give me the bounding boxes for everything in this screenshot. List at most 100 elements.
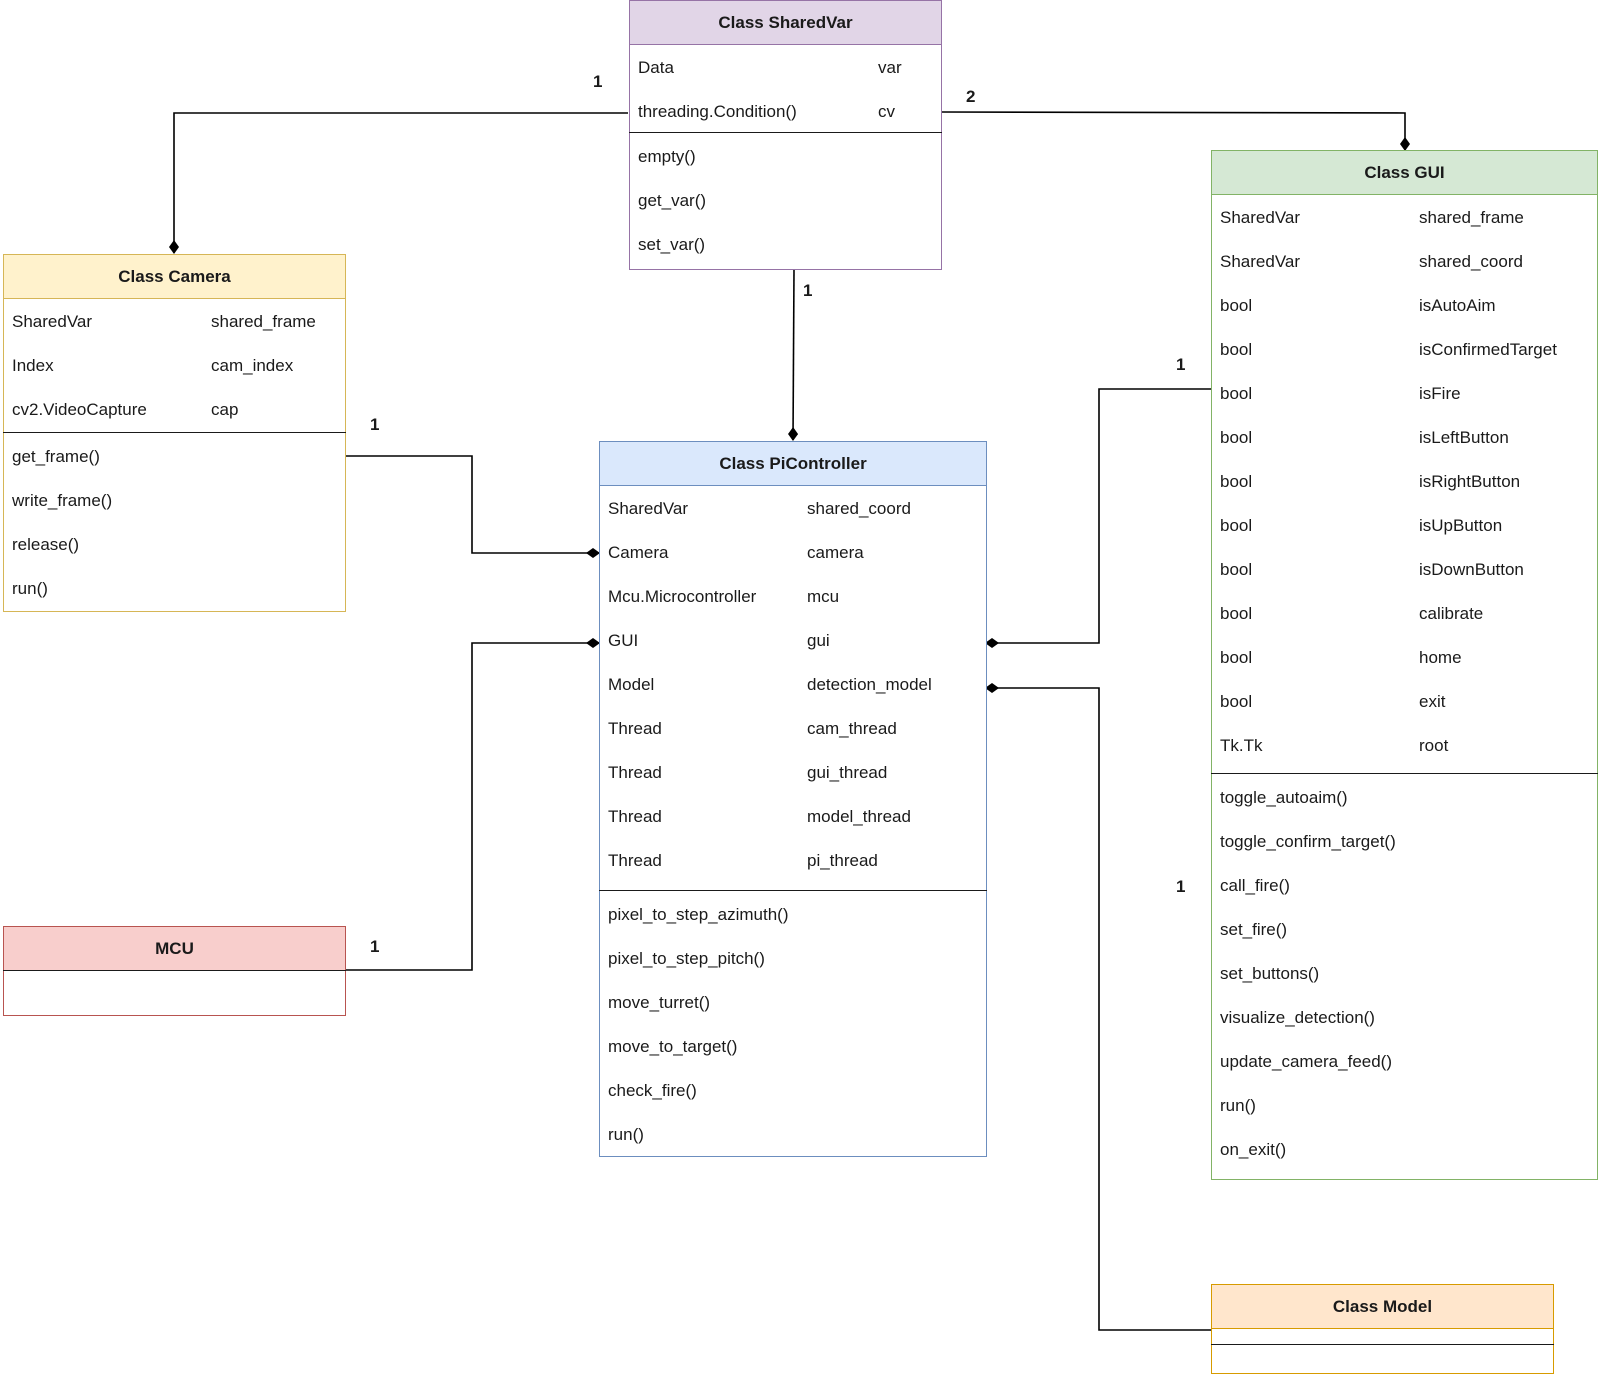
multiplicity-sharedvar-gui: 2 bbox=[966, 87, 976, 106]
attribute-row: bool isConfirmedTarget bbox=[1220, 328, 1593, 372]
attribute-name: isRightButton bbox=[1419, 472, 1521, 491]
attribute-name: cam_index bbox=[211, 356, 294, 375]
attribute-name: gui bbox=[807, 631, 830, 650]
attribute-row: bool isUpButton bbox=[1220, 504, 1593, 548]
class-mcu-divider bbox=[3, 970, 346, 971]
method-row: run() bbox=[1220, 1096, 1256, 1115]
class-picontroller-title: Class PiController bbox=[600, 442, 986, 486]
method-row: toggle_confirm_target() bbox=[1220, 832, 1396, 851]
attribute-type: Model bbox=[608, 675, 655, 694]
attribute-row: threading.Condition()cv bbox=[638, 90, 937, 134]
attribute-name: mcu bbox=[807, 587, 840, 606]
attribute-name: shared_frame bbox=[1419, 208, 1524, 227]
attribute-type: Thread bbox=[608, 807, 662, 826]
attribute-row: Model detection_model bbox=[608, 663, 982, 707]
class-sharedvar-divider bbox=[629, 132, 942, 133]
attribute-name: home bbox=[1419, 648, 1462, 667]
method-row: set_var() bbox=[638, 235, 706, 254]
attribute-row: Data var bbox=[638, 46, 937, 90]
class-model-divider bbox=[1211, 1344, 1554, 1345]
attribute-name: cam_thread bbox=[807, 719, 897, 738]
class-model-title: Class Model bbox=[1212, 1285, 1553, 1329]
attribute-type: bool bbox=[1220, 296, 1253, 315]
class-gui-title: Class GUI bbox=[1212, 151, 1597, 195]
attribute-name: pi_thread bbox=[807, 851, 878, 870]
attribute-name: exit bbox=[1419, 692, 1446, 711]
connector-mcu-picontroller bbox=[346, 638, 600, 971]
attribute-type: Thread bbox=[608, 719, 662, 738]
method-row: update_camera_feed() bbox=[1220, 1052, 1393, 1071]
multiplicity-sharedvar-camera: 1 bbox=[593, 72, 603, 91]
class-model-box[interactable]: Class Model bbox=[1211, 1284, 1554, 1374]
connector-model-picontroller bbox=[985, 683, 1211, 1331]
attribute-name: isUpButton bbox=[1419, 516, 1503, 535]
attribute-name: detection_model bbox=[807, 675, 932, 694]
attribute-name: model_thread bbox=[807, 807, 911, 826]
attribute-name: var bbox=[878, 58, 902, 77]
class-sharedvar-box[interactable]: Class SharedVar Data var threading.Conditi… bbox=[629, 0, 942, 270]
method-row: run() bbox=[12, 579, 48, 598]
multiplicity-camera-picontroller: 1 bbox=[370, 415, 380, 434]
attribute-name: gui_thread bbox=[807, 763, 888, 782]
attribute-type: SharedVar bbox=[12, 312, 93, 331]
attribute-name: isConfirmedTarget bbox=[1419, 340, 1557, 359]
method-row: on_exit() bbox=[1220, 1140, 1287, 1159]
attribute-row: Thread gui_thread bbox=[608, 751, 982, 795]
class-sharedvar-title: Class SharedVar bbox=[630, 1, 941, 45]
connector-sharedvar-camera bbox=[169, 112, 628, 254]
class-mcu-box[interactable]: MCU bbox=[3, 926, 346, 1016]
attribute-type: Thread bbox=[608, 851, 662, 870]
multiplicity-sharedvar-picontroller: 1 bbox=[803, 281, 813, 300]
method-row: get_frame() bbox=[12, 447, 100, 466]
attribute-name: shared_frame bbox=[211, 312, 316, 331]
attribute-type: Index bbox=[12, 356, 54, 375]
attribute-row: Index cam_index bbox=[12, 344, 341, 388]
attribute-name: cv bbox=[878, 102, 895, 121]
method-row: move_to_target() bbox=[608, 1037, 738, 1056]
attribute-type: Data bbox=[638, 58, 674, 77]
class-camera-title: Class Camera bbox=[4, 255, 345, 299]
attribute-name: isAutoAim bbox=[1419, 296, 1496, 315]
attribute-name: isFire bbox=[1419, 384, 1461, 403]
attribute-type: SharedVar bbox=[608, 499, 689, 518]
attribute-type: cv2.VideoCapture bbox=[12, 400, 147, 419]
method-row: run() bbox=[608, 1125, 644, 1144]
attribute-row: bool exit bbox=[1220, 680, 1593, 724]
connector-sharedvar-gui bbox=[941, 111, 1410, 151]
attribute-name: calibrate bbox=[1419, 604, 1484, 623]
attribute-type: bool bbox=[1220, 692, 1253, 711]
method-row: set_fire() bbox=[1220, 920, 1288, 939]
attribute-type: bool bbox=[1220, 340, 1253, 359]
attribute-row: Thread model_thread bbox=[608, 795, 982, 839]
attribute-type: bool bbox=[1220, 516, 1253, 535]
attribute-row: Thread cam_thread bbox=[608, 707, 982, 751]
attribute-row: bool isAutoAim bbox=[1220, 284, 1593, 328]
attribute-row: Thread pi_thread bbox=[608, 839, 982, 883]
method-row: toggle_autoaim() bbox=[1220, 788, 1348, 807]
attribute-type: bool bbox=[1220, 560, 1253, 579]
attribute-type: bool bbox=[1220, 384, 1253, 403]
class-mcu-title: MCU bbox=[4, 927, 345, 971]
attribute-type: Thread bbox=[608, 763, 662, 782]
method-row: get_var() bbox=[638, 191, 707, 210]
method-row: move_turret() bbox=[608, 993, 711, 1012]
multiplicity-mcu-picontroller: 1 bbox=[370, 937, 380, 956]
attribute-name: isLeftButton bbox=[1419, 428, 1509, 447]
attribute-row: SharedVar shared_frame bbox=[12, 300, 341, 344]
attribute-name: root bbox=[1419, 736, 1449, 755]
method-row: empty() bbox=[638, 147, 696, 166]
